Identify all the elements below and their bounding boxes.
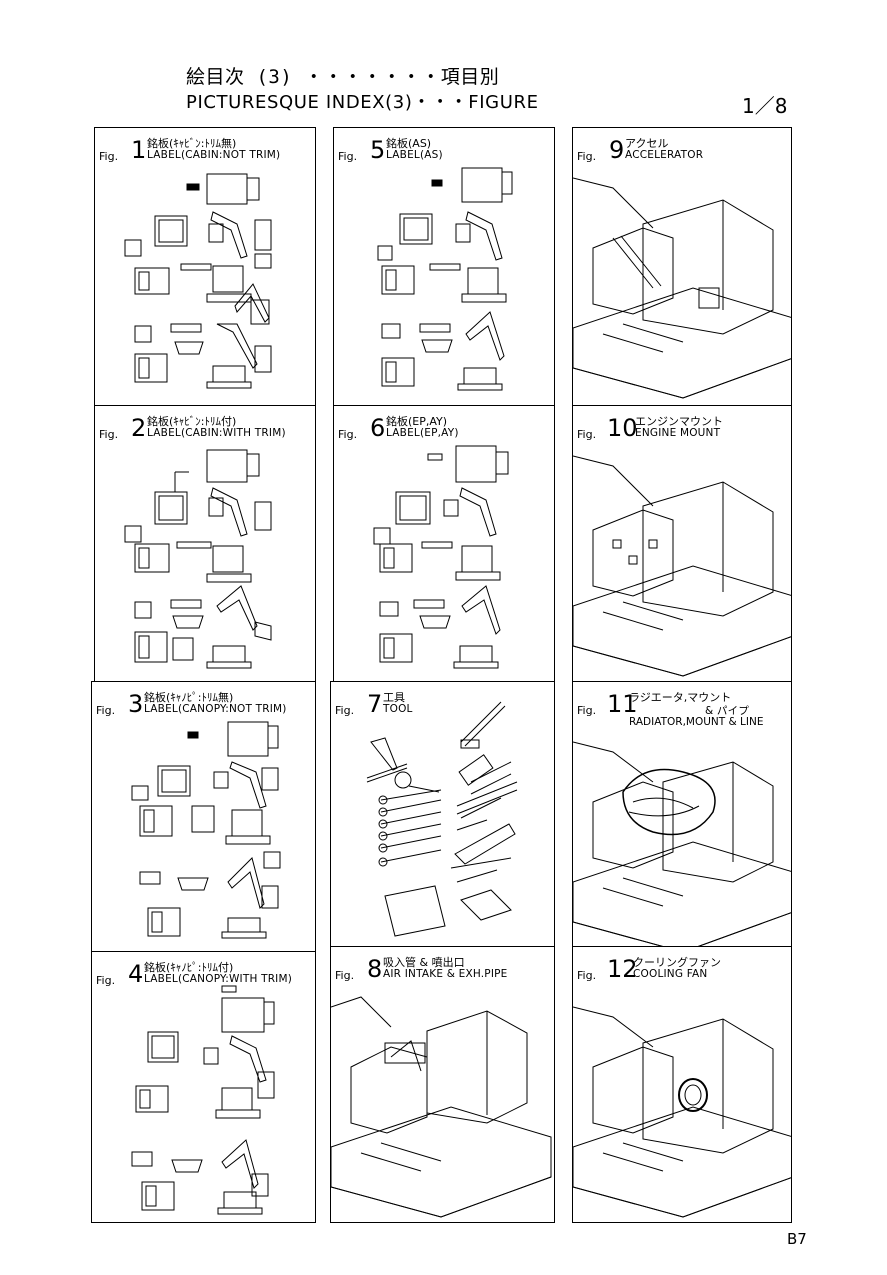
machine-illustration [573,1006,791,1218]
figure-caption-3: Fig. 3 銘板(ｷｬﾉﾋﾟ:ﾄﾘﾑ無) LABEL(CANOPY:NOT T… [96,690,287,718]
figure-caption-11: Fig. 11 ラジエータ,マウント & パイプ RADIATOR,MOUNT … [577,690,764,728]
figure-panel-4[interactable]: Fig. 4 銘板(ｷｬﾉﾋﾟ:ﾄﾘﾑ付) LABEL(CANOPY:WITH … [91,951,316,1223]
figure-panel-11[interactable]: Fig. 11 ラジエータ,マウント & パイプ RADIATOR,MOUNT … [572,681,792,948]
figure-caption-1: Fig. 1 銘板(ｷｬﾋﾞﾝ:ﾄﾘﾑ無) LABEL(CABIN:NOT TR… [99,136,281,164]
page-code: B7 [787,1230,807,1248]
figure-caption-12: Fig. 12 クーリングファン COOLING FAN [577,955,721,983]
figure-panel-6[interactable]: Fig. 6 銘板(EP,AY) LABEL(EP,AY) [333,405,555,683]
figure-panel-12[interactable]: Fig. 12 クーリングファン COOLING FAN [572,946,792,1223]
figure-panel-7[interactable]: Fig. 7 工具 TOOL [330,681,555,948]
label-sheet-illustration [124,449,272,669]
machine-illustration [573,455,791,677]
label-sheet-illustration [377,167,513,391]
figure-caption-7: Fig. 7 工具 TOOL [335,690,413,718]
label-sheet-illustration [373,445,509,669]
figure-panel-2[interactable]: Fig. 2 銘板(ｷｬﾋﾞﾝ:ﾄﾘﾑ付) LABEL(CABIN:WITH T… [94,405,316,683]
page-number: 1／8 [742,94,788,118]
figure-caption-10: Fig. 10 エンジンマウント ENGINE MOUNT [577,414,723,442]
figure-caption-2: Fig. 2 銘板(ｷｬﾋﾞﾝ:ﾄﾘﾑ付) LABEL(CABIN:WITH T… [99,414,286,442]
figure-panel-3[interactable]: Fig. 3 銘板(ｷｬﾉﾋﾟ:ﾄﾘﾑ無) LABEL(CANOPY:NOT T… [91,681,316,953]
title-japanese: 絵目次 (3) ・・・・・・・項目別 [186,66,500,88]
figure-panel-1[interactable]: Fig. 1 銘板(ｷｬﾋﾞﾝ:ﾄﾘﾑ無) LABEL(CABIN:NOT TR… [94,127,316,407]
label-sheet-illustration [131,721,281,939]
machine-illustration [331,996,552,1218]
figure-panel-9[interactable]: Fig. 9 アクセル ACCELERATOR [572,127,792,407]
figure-caption-9: Fig. 9 アクセル ACCELERATOR [577,136,704,164]
title-english: PICTURESQUE INDEX(3)・・・FIGURE [186,92,539,113]
label-sheet-illustration [131,985,275,1215]
figure-caption-8: Fig. 8 吸入管 & 噴出口 AIR INTAKE & EXH.PIPE [335,955,508,983]
machine-illustration [573,741,791,947]
machine-illustration [573,177,791,399]
figure-caption-5: Fig. 5 銘板(AS) LABEL(AS) [338,136,443,164]
label-sheet-illustration [124,173,272,389]
figure-panel-5[interactable]: Fig. 5 銘板(AS) LABEL(AS) [333,127,555,407]
tool-kit-illustration [366,701,518,937]
figure-caption-6: Fig. 6 銘板(EP,AY) LABEL(EP,AY) [338,414,459,442]
figure-panel-10[interactable]: Fig. 10 エンジンマウント ENGINE MOUNT [572,405,792,683]
figure-panel-8[interactable]: Fig. 8 吸入管 & 噴出口 AIR INTAKE & EXH.PIPE [330,946,555,1223]
figure-caption-4: Fig. 4 銘板(ｷｬﾉﾋﾟ:ﾄﾘﾑ付) LABEL(CANOPY:WITH … [96,960,293,988]
